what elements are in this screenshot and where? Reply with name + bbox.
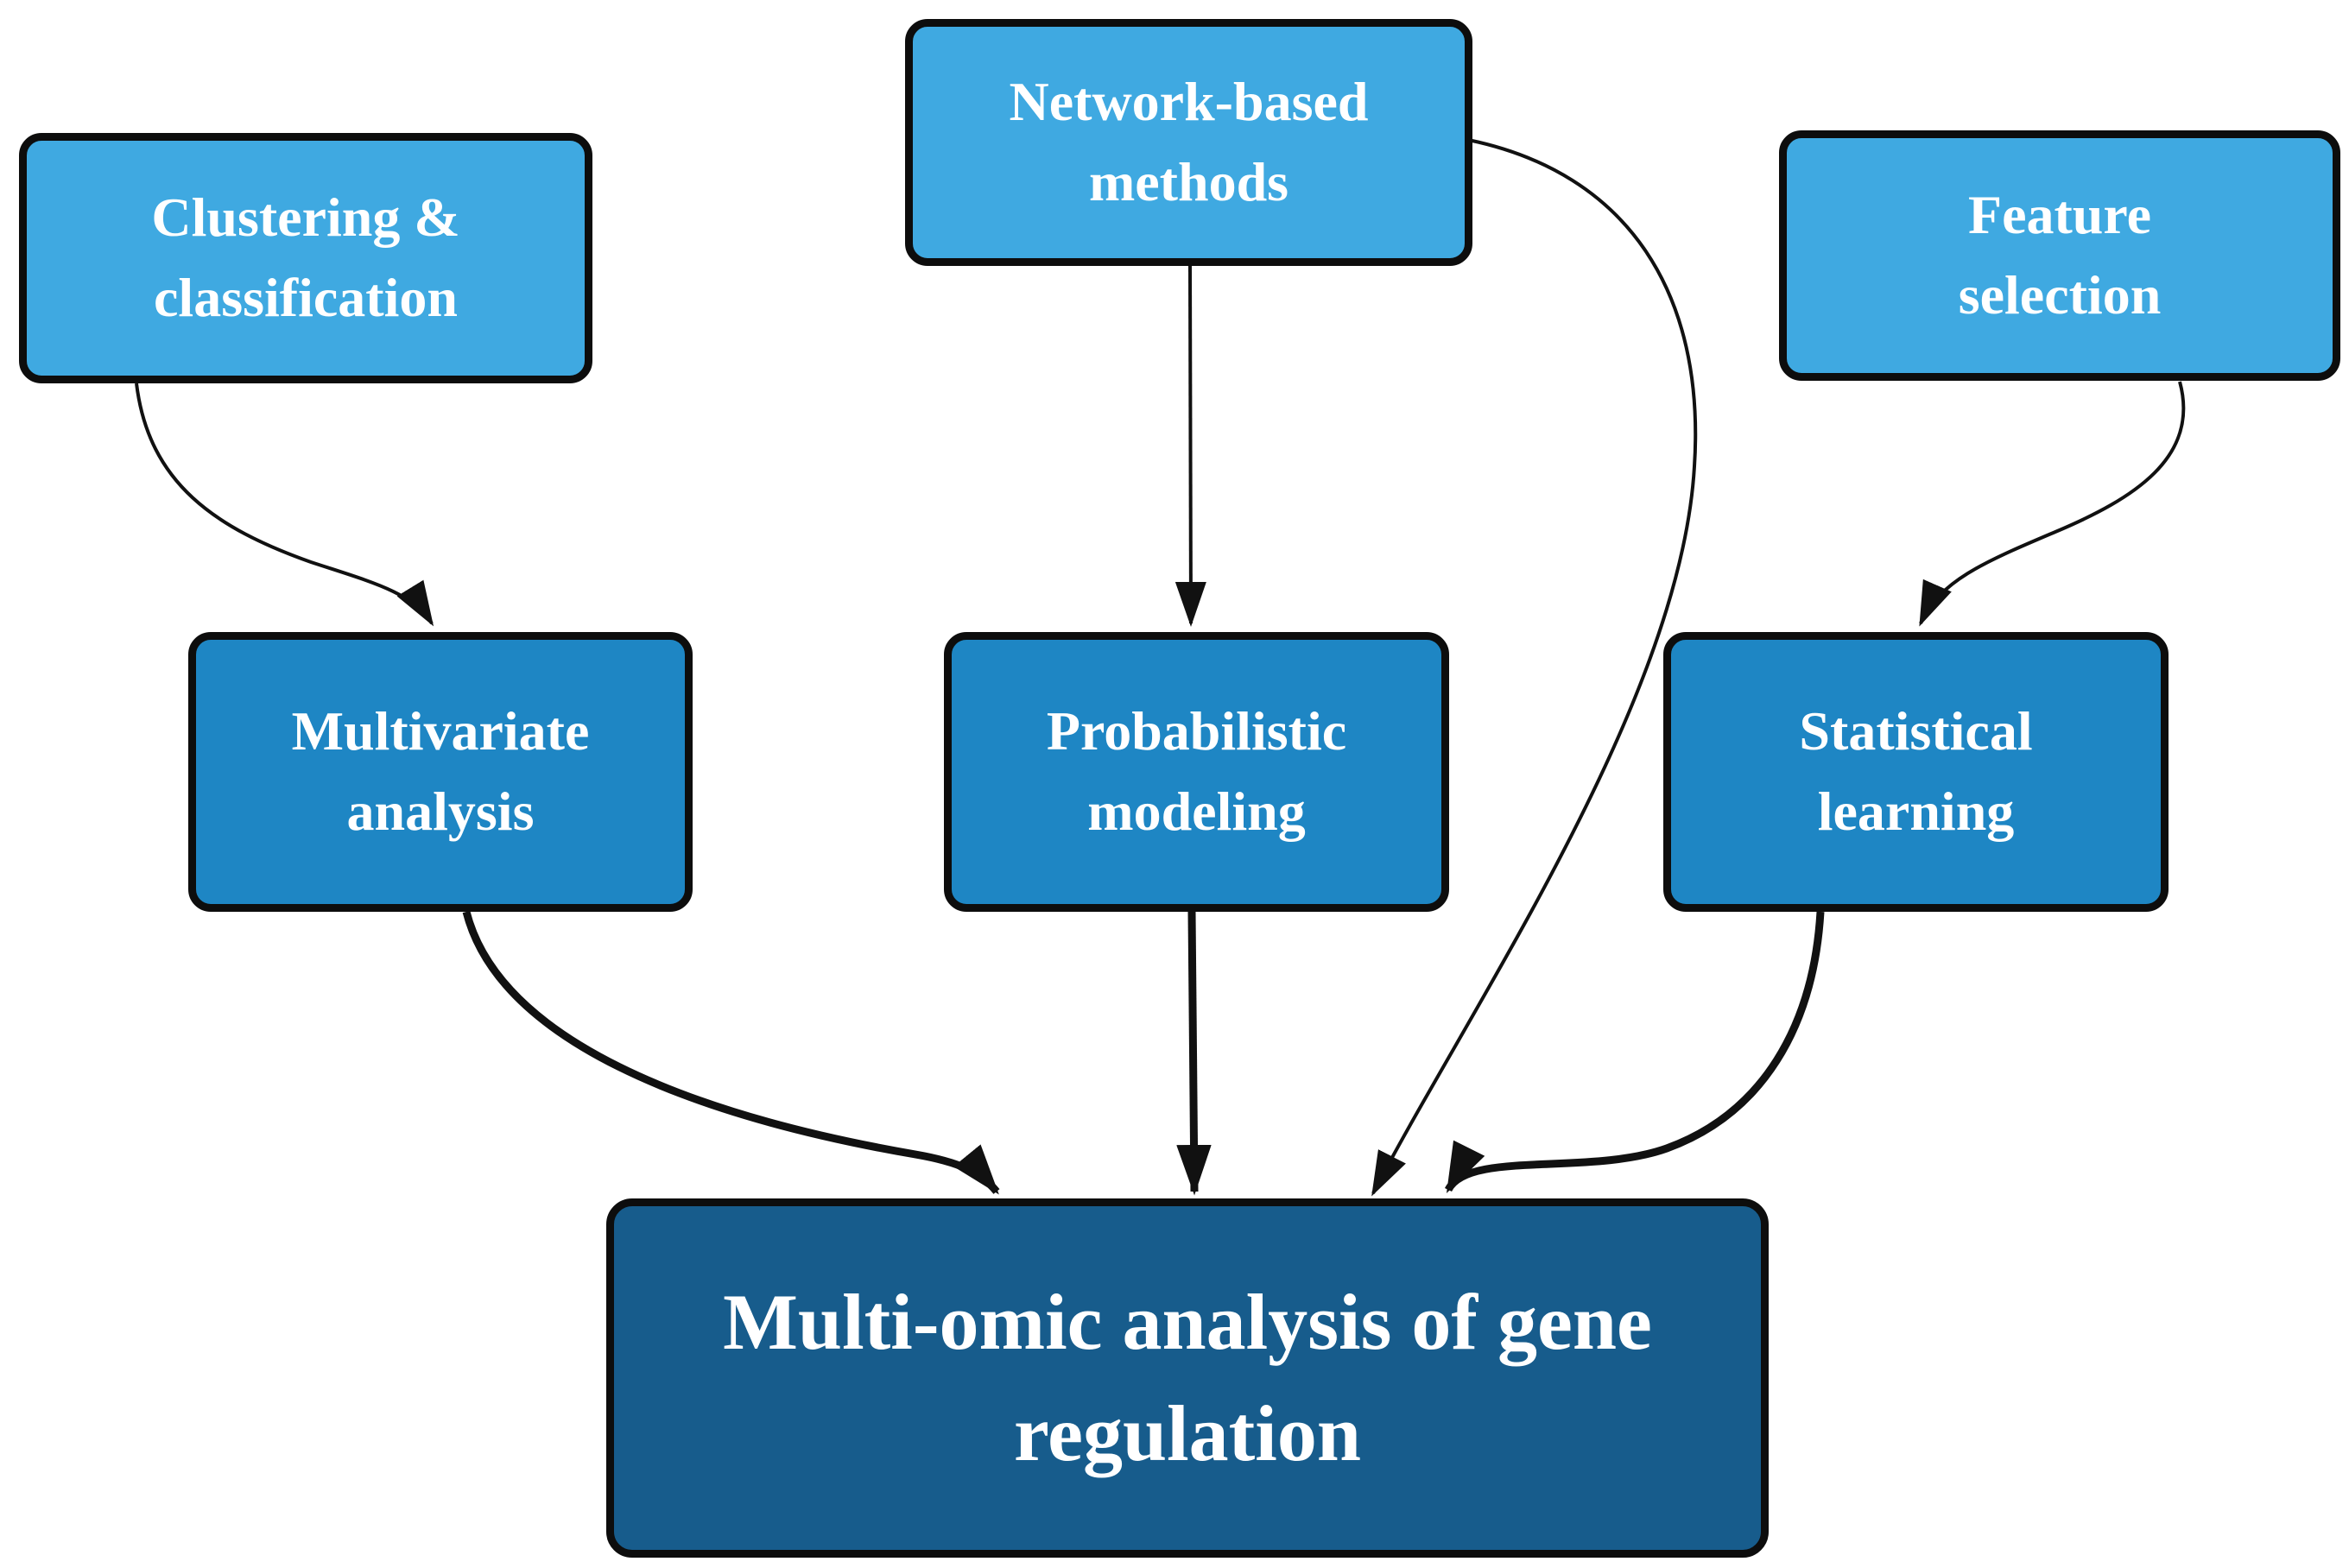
node-label: Multi-omic analysis of gene regulation: [723, 1278, 1652, 1477]
node-label: Multivariate analysis: [291, 700, 590, 842]
node-label: Clustering & classification: [151, 187, 460, 328]
edge-network-to-probabilistic: [1174, 265, 1206, 627]
edge-probabilistic-to-multiomic: [1176, 911, 1212, 1196]
node-multi-omic-analysis: Multi-omic analysis of gene regulation: [606, 1198, 1769, 1558]
node-probabilistic-modeling: Probabilistic modeling: [944, 632, 1449, 912]
node-label: Network-based methods: [1009, 71, 1369, 212]
node-multivariate-analysis: Multivariate analysis: [188, 632, 693, 912]
edge-feature-to-statistical: [1919, 381, 2186, 627]
node-label: Statistical learning: [1799, 700, 2033, 842]
edge-multivariate-to-multiomic: [462, 910, 1000, 1195]
node-statistical-learning: Statistical learning: [1663, 632, 2169, 912]
node-label: Feature selection: [1958, 184, 2162, 326]
edge-network-to-multiomic: [1371, 138, 1698, 1197]
node-label: Probabilistic modeling: [1046, 700, 1347, 842]
node-feature-selection: Feature selection: [1779, 130, 2340, 381]
node-network-based-methods: Network-based methods: [905, 19, 1472, 266]
edge-clustering-to-multivariate: [135, 383, 434, 627]
edge-statistical-to-multiomic: [1444, 911, 1825, 1194]
node-clustering-classification: Clustering & classification: [19, 133, 592, 383]
